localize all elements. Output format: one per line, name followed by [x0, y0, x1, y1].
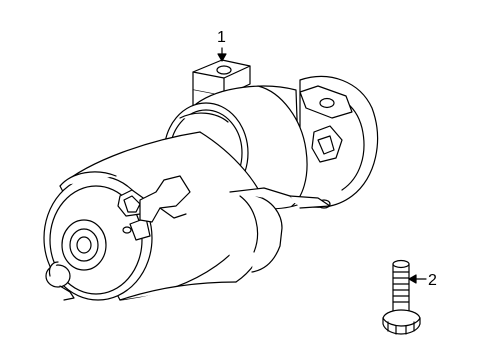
brush-lead — [139, 175, 191, 223]
callout-leader-1 — [217, 47, 227, 62]
bolt — [382, 259, 421, 335]
starter-motor — [43, 59, 379, 301]
bolt-tip — [392, 259, 410, 269]
drive-end-housing — [299, 75, 379, 208]
mount-hole — [319, 97, 335, 109]
callout-2-label: 2 — [428, 272, 437, 289]
bracket-hole — [216, 65, 232, 75]
through-bolt-boss — [45, 261, 75, 301]
callout-leader-2 — [408, 274, 427, 284]
callout-1-label: 1 — [217, 29, 226, 46]
